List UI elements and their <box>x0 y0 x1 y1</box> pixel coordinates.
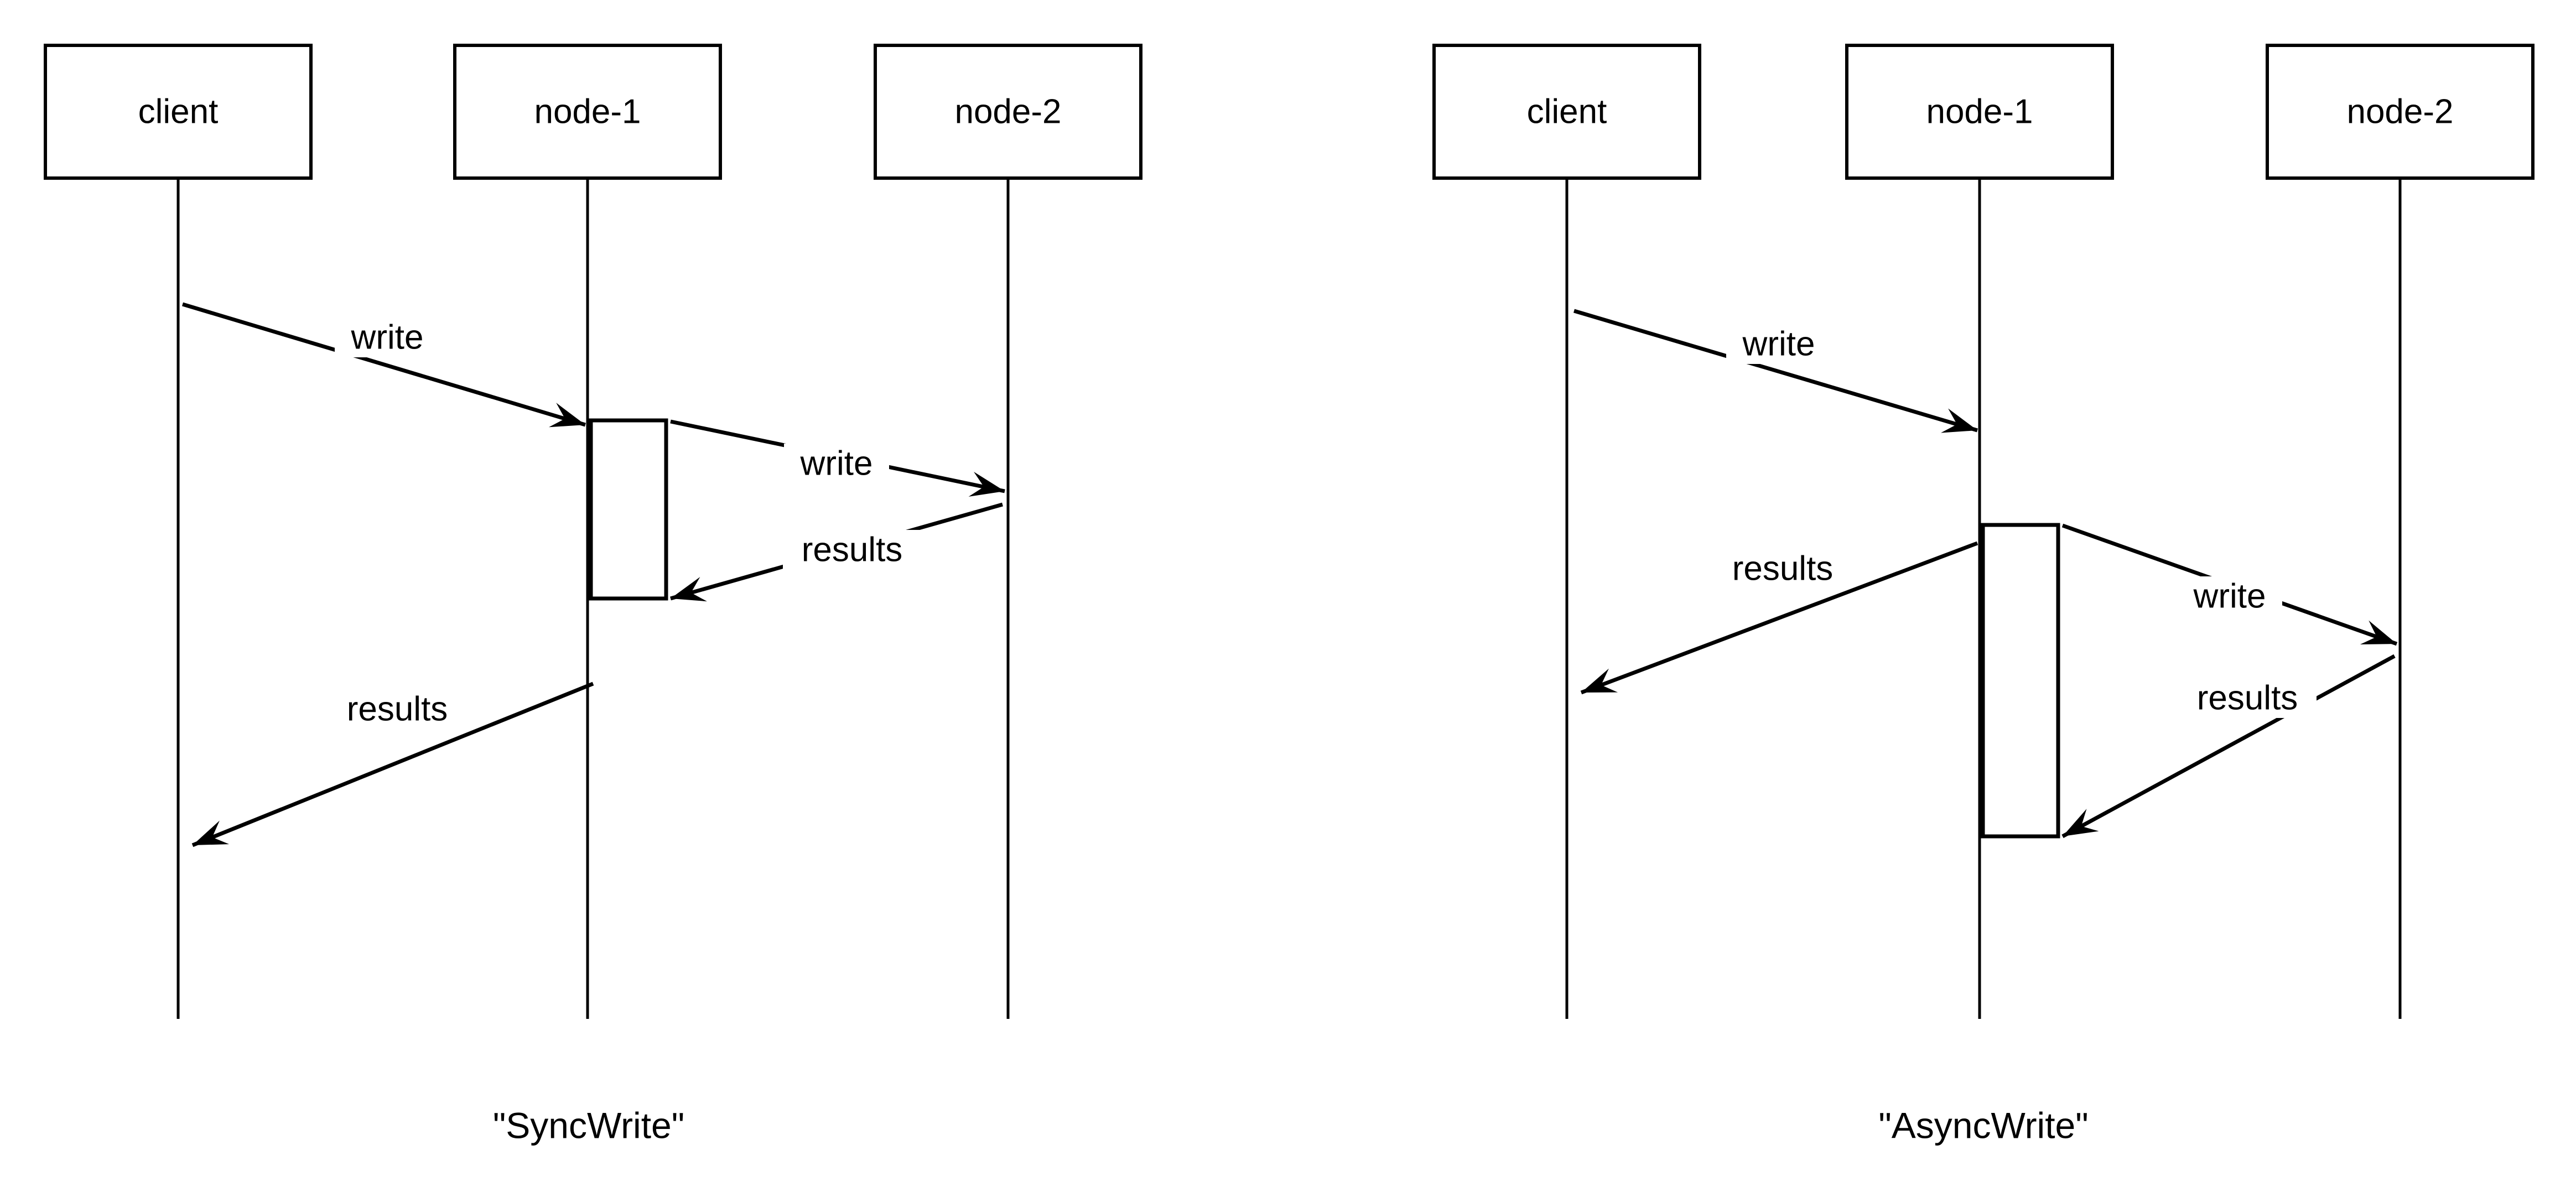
message-arrowhead-m3 <box>671 576 707 602</box>
message-sync-write-m2[interactable]: write <box>670 419 1005 497</box>
message-line-m1 <box>1573 309 1978 433</box>
message-label-backdrop-m2 <box>1713 549 1852 589</box>
message-line-m4 <box>2061 654 2396 839</box>
message-label-m4: results <box>347 690 448 728</box>
participant-node-2[interactable]: node-2 <box>2266 44 2535 1019</box>
message-label-m3: results <box>802 530 903 569</box>
diagram-render-root: client node-1 node-2 write write results resul… <box>44 44 2535 1146</box>
message-sync-write-m1[interactable]: write <box>181 302 586 428</box>
participant-label-node-2: node-2 <box>2346 92 2453 131</box>
participant-label-node-1: node-1 <box>534 92 641 131</box>
message-arrowhead-m3 <box>2360 620 2397 644</box>
participant-client[interactable]: client <box>44 44 313 1019</box>
participant-box-node-1[interactable] <box>453 44 722 180</box>
participant-label-node-2: node-2 <box>954 92 1061 131</box>
message-label-backdrop-m3 <box>2177 576 2282 616</box>
activation-bar-node-1-activation <box>589 418 668 601</box>
message-label-backdrop-m2 <box>784 444 889 483</box>
diagram-async-write: client node-1 node-2 write results write resul… <box>1432 44 2535 1146</box>
diagram-caption-async-write: "AsyncWrite" <box>1878 1105 2088 1146</box>
participant-label-client: client <box>138 92 219 131</box>
message-label-backdrop-m4 <box>328 689 466 729</box>
message-arrowhead-m1 <box>549 403 585 428</box>
message-label-backdrop-m1 <box>335 318 440 357</box>
message-line-m2 <box>1580 541 1978 695</box>
message-label-m1: write <box>351 318 424 356</box>
message-arrowhead-m2 <box>1581 668 1618 693</box>
participant-label-client: client <box>1527 92 1607 131</box>
participant-node-2[interactable]: node-2 <box>874 44 1142 1019</box>
message-async-write-m2[interactable]: results <box>1580 541 1978 695</box>
message-arrowhead-m4 <box>2063 809 2099 836</box>
participant-client[interactable]: client <box>1432 44 1701 1019</box>
message-sync-write-m3[interactable]: results <box>670 502 1003 602</box>
participant-box-client[interactable] <box>1432 44 1701 180</box>
participant-box-node-1[interactable] <box>1845 44 2114 180</box>
message-label-backdrop-m3 <box>783 530 921 570</box>
activation-bar-node-1-activation <box>1981 523 2060 839</box>
participant-box-node-2[interactable] <box>2266 44 2535 180</box>
message-label-m4: results <box>2197 679 2298 717</box>
message-async-write-m4[interactable]: results <box>2061 654 2396 839</box>
diagram-caption-sync-write: "SyncWrite" <box>493 1105 684 1146</box>
participant-node-1[interactable]: node-1 <box>1845 44 2114 1019</box>
message-label-backdrop-m1 <box>1726 324 1831 364</box>
message-label-m1: write <box>1742 325 1815 363</box>
diagram-sync-write: client node-1 node-2 write write results resul… <box>44 44 1142 1146</box>
message-label-m2: write <box>800 444 873 482</box>
message-label-m2: results <box>1732 549 1834 587</box>
message-arrowhead-m4 <box>193 820 230 845</box>
message-arrowhead-m2 <box>968 471 1005 497</box>
participant-box-node-2[interactable] <box>874 44 1142 180</box>
participant-box-client[interactable] <box>44 44 313 180</box>
message-async-write-m1[interactable]: write <box>1573 309 1978 433</box>
message-sync-write-m4[interactable]: results <box>191 681 594 847</box>
participant-node-1[interactable]: node-1 <box>453 44 722 1019</box>
message-arrowhead-m1 <box>1941 408 1977 433</box>
message-label-backdrop-m4 <box>2178 678 2317 718</box>
participant-label-node-1: node-1 <box>1926 92 2033 131</box>
message-line-m4 <box>191 681 594 847</box>
message-async-write-m3[interactable]: write <box>2061 523 2398 646</box>
message-line-m1 <box>181 302 586 427</box>
message-label-m3: write <box>2193 577 2266 615</box>
